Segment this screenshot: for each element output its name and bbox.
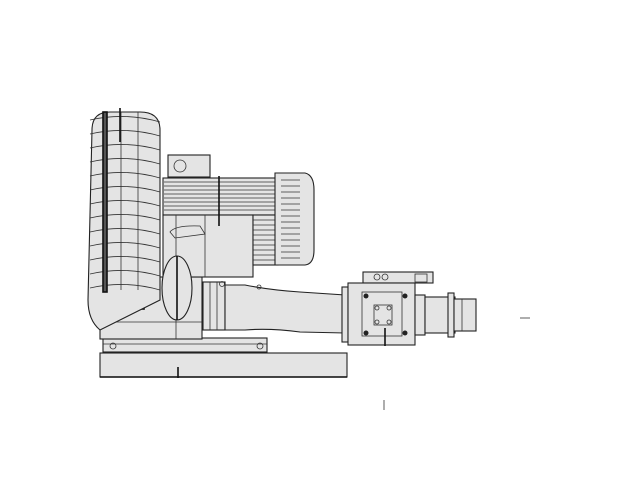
cage-rib: [89, 186, 161, 193]
valve-top-block: [362, 271, 434, 284]
cage-rib: [89, 270, 161, 277]
terminal-box: [167, 154, 211, 178]
blower-housing: [87, 108, 161, 331]
centerline-marks: [383, 317, 530, 410]
pipe: [202, 281, 346, 334]
mounting-rail: [102, 337, 268, 353]
cage-rib: [89, 158, 161, 165]
fan-cover: [274, 172, 315, 266]
cage-rib: [89, 130, 161, 137]
valve-block: [341, 282, 416, 346]
cage-rib: [89, 256, 161, 263]
inlet-lens: [161, 255, 193, 321]
cage-rib: [89, 228, 161, 235]
cage-rib: [89, 172, 161, 179]
cage-rib: [89, 214, 161, 221]
base-plate: [99, 352, 348, 378]
cage-rib: [89, 116, 161, 123]
cage-rib: [89, 284, 161, 291]
outlet-connector: [414, 292, 477, 338]
cage-rib: [89, 144, 161, 151]
cage-rib: [89, 200, 161, 207]
cage-rib: [89, 242, 161, 249]
